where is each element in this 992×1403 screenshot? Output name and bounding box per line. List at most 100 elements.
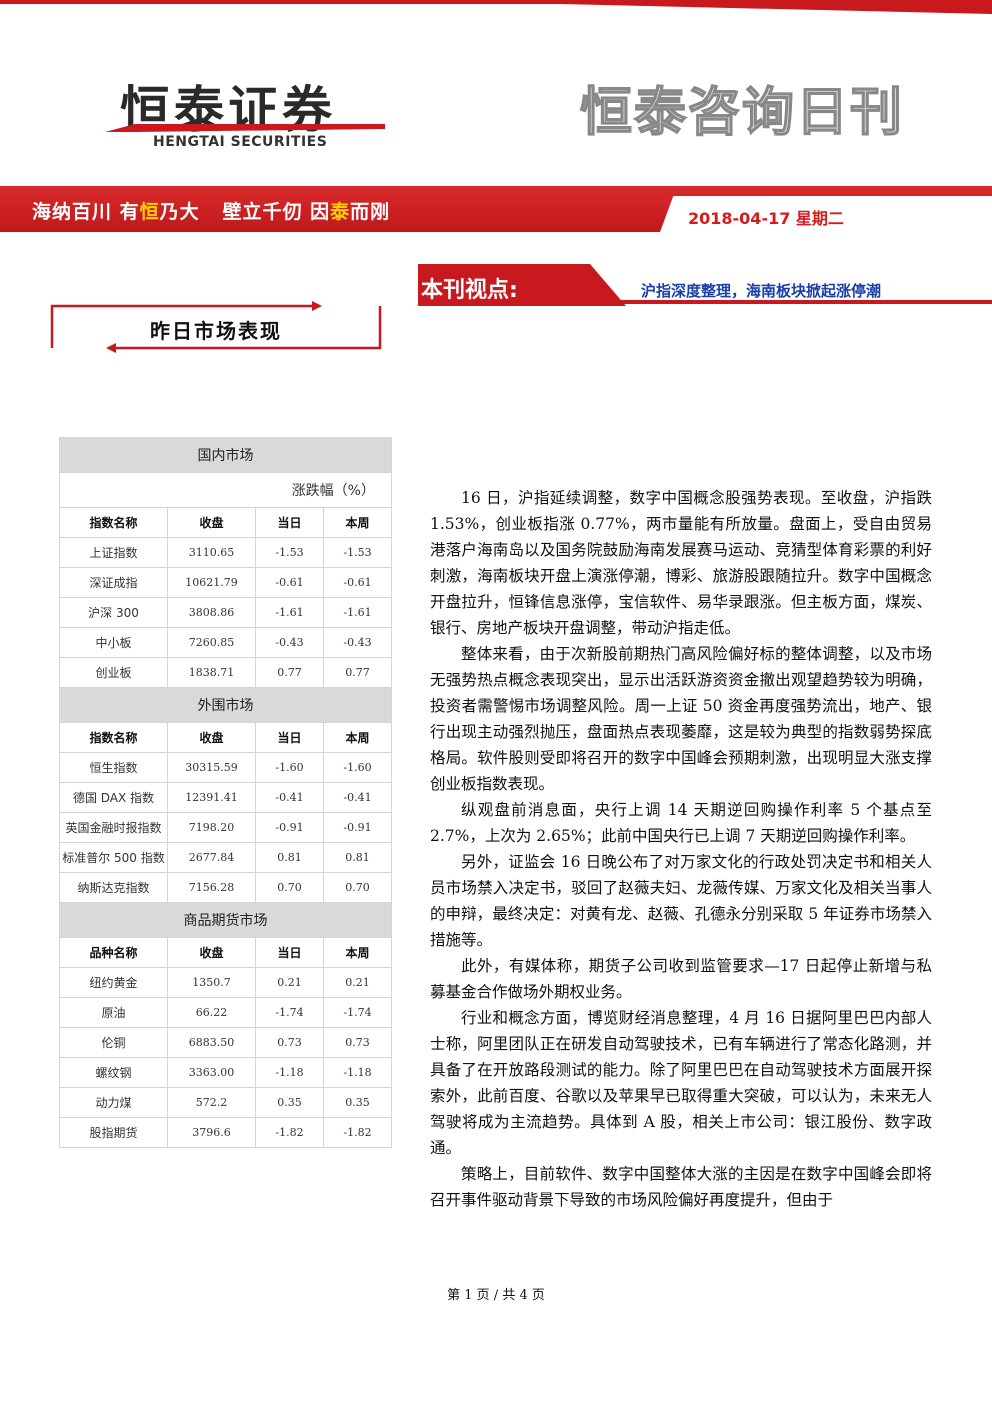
- section-title: 昨日市场表现: [150, 319, 282, 343]
- paragraph: 另外，证监会 16 日晚公布了对万家文化的行政处罚决定书和相关人员市场禁入决定书…: [430, 853, 932, 949]
- daily-change: 0.77: [255, 657, 324, 688]
- viewpoint-label: 本刊视点:: [421, 278, 518, 303]
- close-value: 7260.85: [167, 627, 256, 658]
- daily-change: -0.43: [255, 627, 324, 658]
- logo-english: HENGTAI SECURITIES: [153, 134, 328, 150]
- instrument-name: 纳斯达克指数: [59, 872, 168, 903]
- weekly-change: -1.74: [323, 997, 392, 1028]
- weekly-change: 0.21: [323, 967, 392, 998]
- daily-change: -1.61: [255, 597, 324, 628]
- daily-change: -1.60: [255, 752, 324, 783]
- unit-row: 涨跌幅（%）: [59, 472, 392, 508]
- weekly-change: -1.60: [323, 752, 392, 783]
- daily-change: -1.53: [255, 537, 324, 568]
- weekly-change: -1.18: [323, 1057, 392, 1088]
- daily-change: 0.81: [255, 842, 324, 873]
- column-header: 收盘: [167, 722, 256, 753]
- instrument-name: 股指期货: [59, 1117, 168, 1148]
- category-row: 国内市场: [59, 437, 392, 473]
- viewpoint-banner: [418, 264, 992, 306]
- close-value: 2677.84: [167, 842, 256, 873]
- daily-change: -0.61: [255, 567, 324, 598]
- column-header: 收盘: [167, 507, 256, 538]
- weekly-change: 0.35: [323, 1087, 392, 1118]
- column-header: 本周: [323, 507, 392, 538]
- column-header-row: 指数名称收盘当日本周: [59, 722, 392, 753]
- column-header: 指数名称: [59, 507, 168, 538]
- instrument-name: 上证指数: [59, 537, 168, 568]
- instrument-name: 深证成指: [59, 567, 168, 598]
- weekly-change: -0.61: [323, 567, 392, 598]
- daily-change: -0.91: [255, 812, 324, 843]
- commentary-body: 16 日，沪指延续调整，数字中国概念股强势表现。至收盘，沪指跌 1.53%，创业…: [430, 485, 932, 1213]
- section-title-frame: [50, 301, 382, 353]
- close-value: 3363.00: [167, 1057, 256, 1088]
- category-header: 国内市场: [59, 437, 392, 473]
- publication-title: 恒泰咨询日刊: [579, 82, 905, 144]
- weekly-change: 0.73: [323, 1027, 392, 1058]
- column-header: 当日: [255, 507, 324, 538]
- instrument-name: 德国 DAX 指数: [59, 782, 168, 813]
- close-value: 6883.50: [167, 1027, 256, 1058]
- daily-change: -1.18: [255, 1057, 324, 1088]
- instrument-name: 创业板: [59, 657, 168, 688]
- page-footer: 第 1 页 / 共 4 页: [447, 1288, 545, 1303]
- close-value: 1350.7: [167, 967, 256, 998]
- instrument-name: 中小板: [59, 627, 168, 658]
- weekly-change: 0.70: [323, 872, 392, 903]
- column-header: 品种名称: [59, 937, 168, 968]
- weekly-change: 0.81: [323, 842, 392, 873]
- column-header: 本周: [323, 937, 392, 968]
- close-value: 1838.71: [167, 657, 256, 688]
- weekly-change: -0.41: [323, 782, 392, 813]
- weekly-change: -1.61: [323, 597, 392, 628]
- category-row: 外围市场: [59, 687, 392, 723]
- instrument-name: 标准普尔 500 指数: [59, 842, 168, 873]
- close-value: 10621.79: [167, 567, 256, 598]
- column-header: 收盘: [167, 937, 256, 968]
- daily-change: 0.70: [255, 872, 324, 903]
- category-header: 商品期货市场: [59, 902, 392, 938]
- close-value: 66.22: [167, 997, 256, 1028]
- category-header: 外围市场: [59, 687, 392, 723]
- column-header: 当日: [255, 937, 324, 968]
- close-value: 7156.28: [167, 872, 256, 903]
- daily-change: -0.41: [255, 782, 324, 813]
- weekly-change: -0.43: [323, 627, 392, 658]
- instrument-name: 纽约黄金: [59, 967, 168, 998]
- viewpoint-headline: 沪指深度整理，海南板块掀起涨停潮: [641, 282, 882, 300]
- weekly-change: 0.77: [323, 657, 392, 688]
- weekly-change: -1.53: [323, 537, 392, 568]
- paragraph: 纵观盘前消息面，央行上调 14 天期逆回购操作利率 5 个基点至 2.7%，上次…: [430, 801, 932, 845]
- slogan: 海纳百川 有恒乃大 壁立千仞 因泰而刚: [32, 201, 391, 223]
- weekly-change: -1.82: [323, 1117, 392, 1148]
- column-header: 指数名称: [59, 722, 168, 753]
- column-header: 本周: [323, 722, 392, 753]
- close-value: 7198.20: [167, 812, 256, 843]
- close-value: 3110.65: [167, 537, 256, 568]
- instrument-name: 原油: [59, 997, 168, 1028]
- instrument-name: 恒生指数: [59, 752, 168, 783]
- category-row: 商品期货市场: [59, 902, 392, 938]
- daily-change: -1.82: [255, 1117, 324, 1148]
- paragraph: 策略上，目前软件、数字中国整体大涨的主因是在数字中国峰会即将召开事件驱动背景下导…: [430, 1165, 932, 1209]
- logo-underline: [105, 124, 385, 132]
- banner-date-panel: [660, 196, 992, 232]
- close-value: 12391.41: [167, 782, 256, 813]
- column-header: 当日: [255, 722, 324, 753]
- instrument-name: 动力煤: [59, 1087, 168, 1118]
